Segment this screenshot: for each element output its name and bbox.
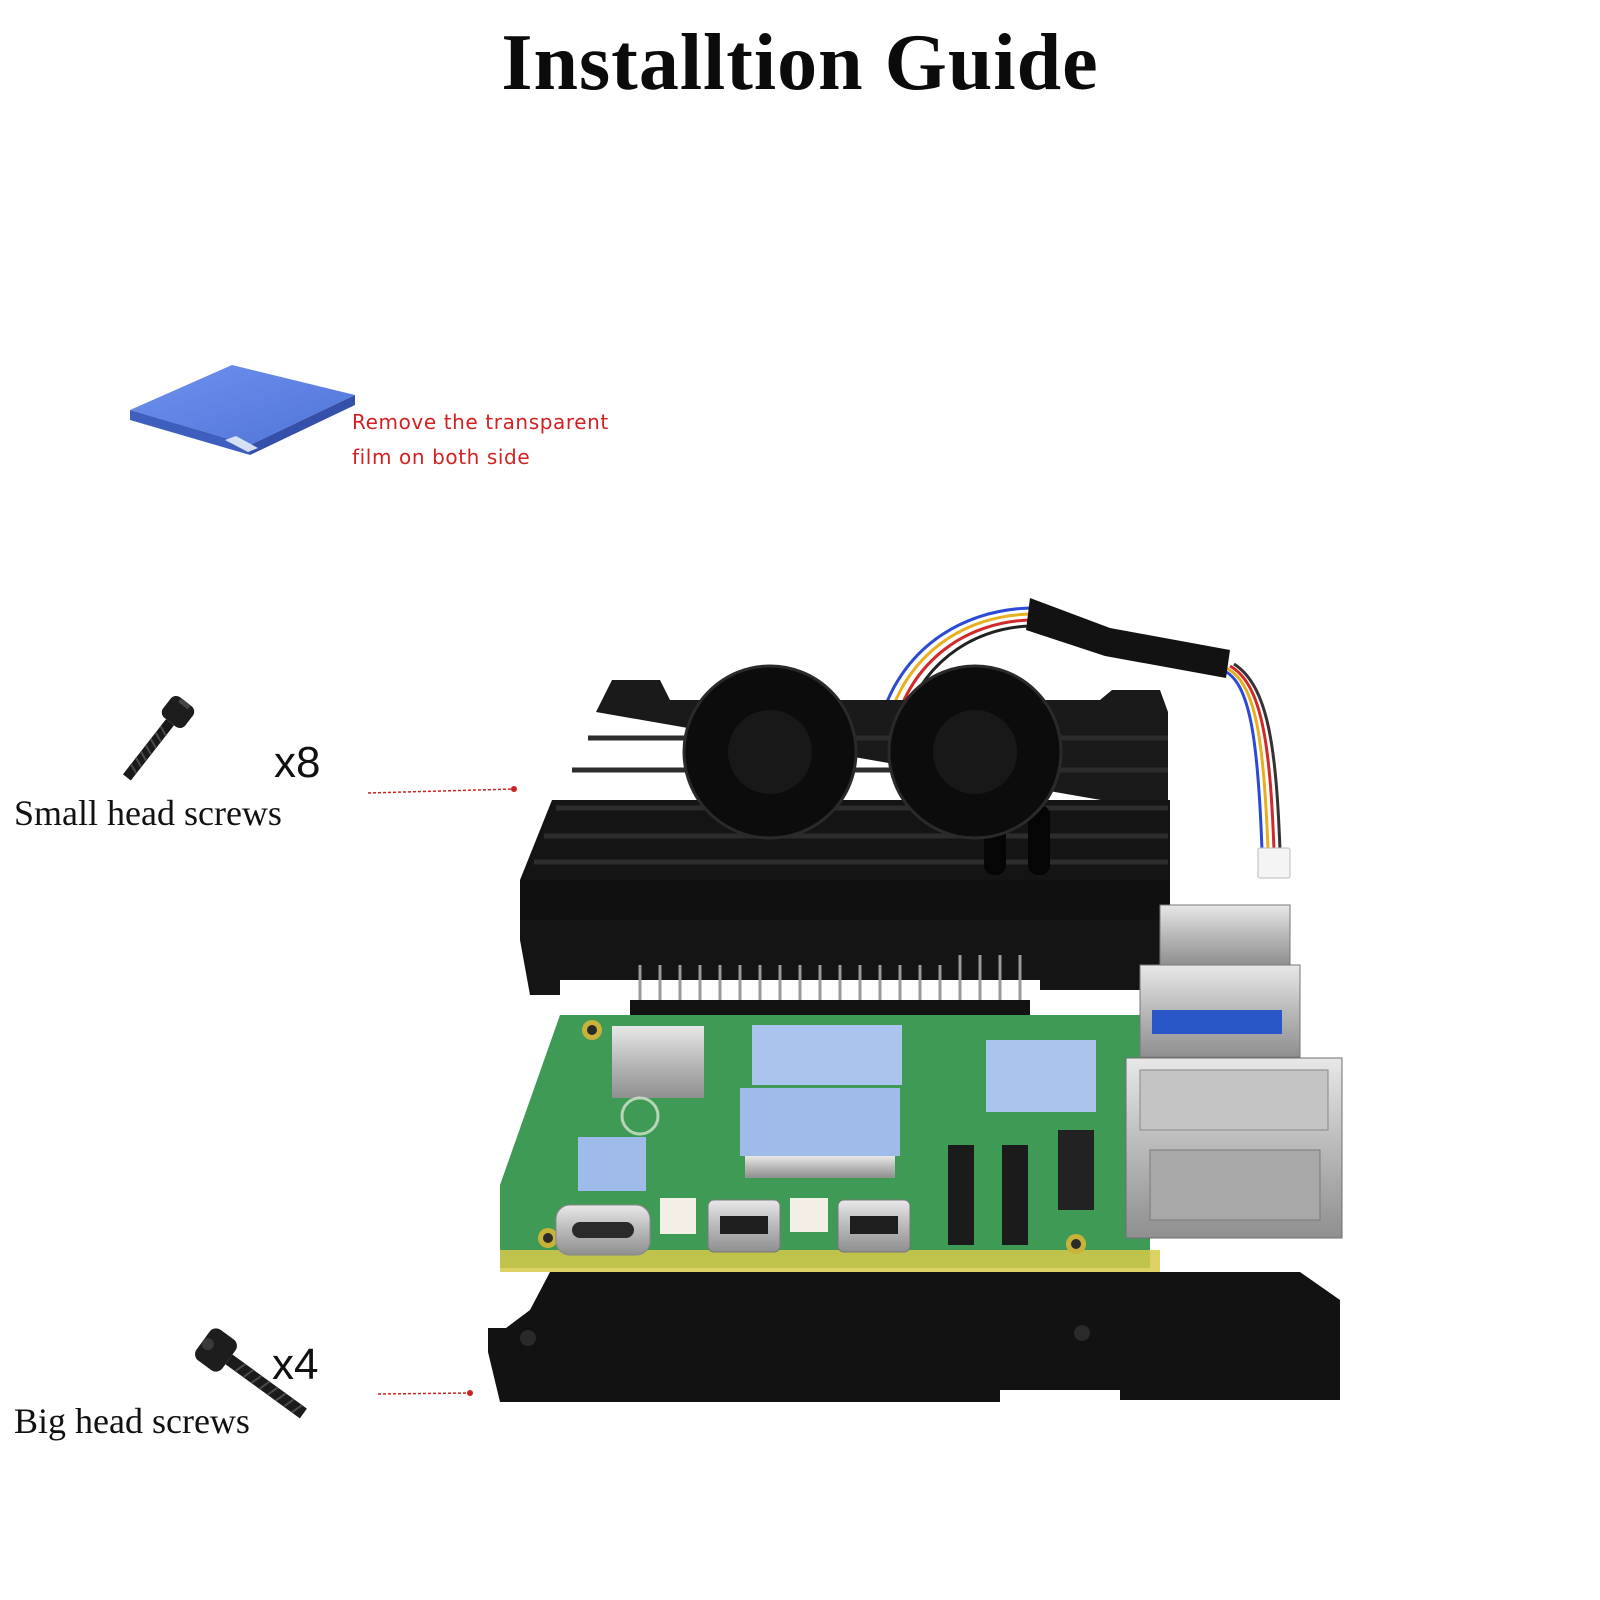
thermal-pad bbox=[130, 365, 355, 455]
cable-sleeve bbox=[1026, 598, 1230, 678]
thermal-pad-note-line2: film on both side bbox=[352, 445, 531, 469]
small-screw-label: Small head screws bbox=[14, 793, 282, 833]
big-screw-label: Big head screws bbox=[14, 1401, 250, 1441]
small-screw-pointer bbox=[367, 786, 517, 794]
bottom-case bbox=[488, 1272, 1340, 1402]
ethernet-port bbox=[1125, 1057, 1343, 1239]
raspberry-pi-board bbox=[500, 1015, 1160, 1272]
small-screw-icon bbox=[122, 695, 195, 781]
usb-ports bbox=[1139, 904, 1301, 1058]
big-screw-icon bbox=[195, 1328, 307, 1419]
fan-connector bbox=[1257, 847, 1291, 879]
thermal-pad-note: Remove the transparent film on both side bbox=[352, 405, 609, 475]
page-title: Installtion Guide bbox=[501, 19, 1099, 107]
small-screw-quantity: x8 bbox=[274, 738, 321, 787]
thermal-pads-on-board bbox=[578, 1025, 1096, 1191]
big-screw-pointer bbox=[377, 1390, 473, 1396]
thermal-pad-note-line1: Remove the transparent bbox=[352, 410, 609, 434]
big-screw-quantity: x4 bbox=[272, 1340, 319, 1389]
top-case bbox=[520, 664, 1170, 1000]
